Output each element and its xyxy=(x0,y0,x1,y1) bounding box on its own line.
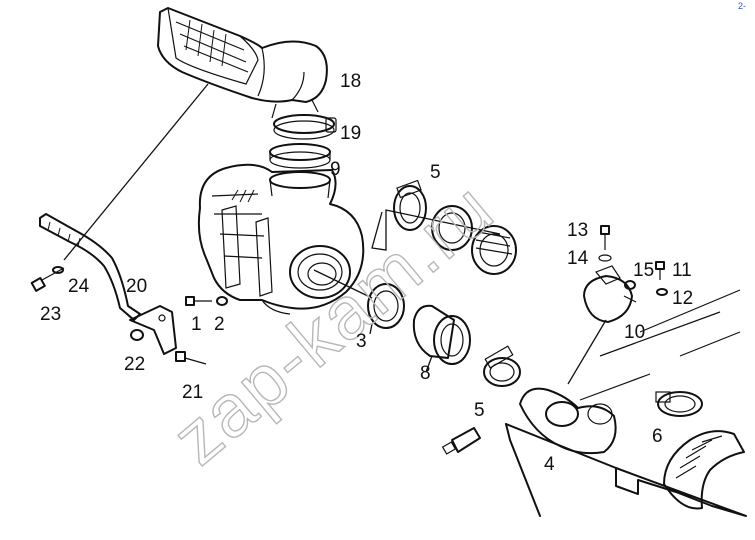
corner-mark: 2- xyxy=(738,1,746,11)
callout-12: 12 xyxy=(672,288,693,309)
callout-9: 9 xyxy=(330,159,341,180)
pipe-adapter-part-8 xyxy=(412,304,471,365)
callout-19: 19 xyxy=(340,123,361,144)
callout-5-upper: 5 xyxy=(430,162,441,183)
bolt-part-21 xyxy=(175,351,207,365)
callout-22: 22 xyxy=(124,354,145,375)
washer-part-12 xyxy=(656,288,668,296)
intake-duct-part-18 xyxy=(157,7,328,119)
callout-4: 4 xyxy=(544,454,555,475)
callout-11: 11 xyxy=(672,260,692,281)
callout-8: 8 xyxy=(420,363,431,384)
callout-1: 1 xyxy=(191,314,202,335)
nut-part-15 xyxy=(624,280,636,290)
clamp-part-19 xyxy=(273,114,337,140)
bracket-plate-part-4 xyxy=(505,289,747,517)
callout-5-lower: 5 xyxy=(474,400,485,421)
callout-18: 18 xyxy=(340,71,361,92)
bolt-part-23 xyxy=(30,267,65,292)
support-strut-part-20 xyxy=(39,213,177,355)
washer-part-2 xyxy=(216,296,228,306)
callout-14: 14 xyxy=(567,248,589,269)
callout-13: 13 xyxy=(567,220,588,241)
turbocharger-housing xyxy=(197,163,365,315)
corrugated-hose xyxy=(663,430,745,510)
callout-2: 2 xyxy=(214,314,225,335)
callout-20: 20 xyxy=(126,276,147,297)
washer-part-14 xyxy=(598,254,612,262)
callout-15: 15 xyxy=(633,260,654,281)
clamp-part-3 xyxy=(367,283,405,329)
callout-23: 23 xyxy=(40,304,61,325)
clamp-bracket-part-10 xyxy=(583,265,637,323)
ring-part-9 xyxy=(269,143,331,169)
clamp-part-5-upper xyxy=(393,179,427,231)
bolt-part-1 xyxy=(185,296,212,306)
watermark-text: zap-kam.ru xyxy=(157,166,509,480)
nut-part-22 xyxy=(130,329,144,341)
callout-21: 21 xyxy=(182,382,203,403)
bolt-part-13 xyxy=(600,225,610,250)
washer-part-24 xyxy=(52,266,64,274)
sensor-part xyxy=(441,427,481,455)
callout-6: 6 xyxy=(652,426,663,447)
clamp-part-6 xyxy=(655,391,703,417)
clamp-part-5-lower xyxy=(483,345,521,387)
callout-24: 24 xyxy=(68,276,90,297)
callout-10: 10 xyxy=(624,322,645,343)
bolt-part-11 xyxy=(655,261,665,280)
callout-3: 3 xyxy=(356,331,367,352)
elbow-pipe-part-4 xyxy=(519,387,617,455)
